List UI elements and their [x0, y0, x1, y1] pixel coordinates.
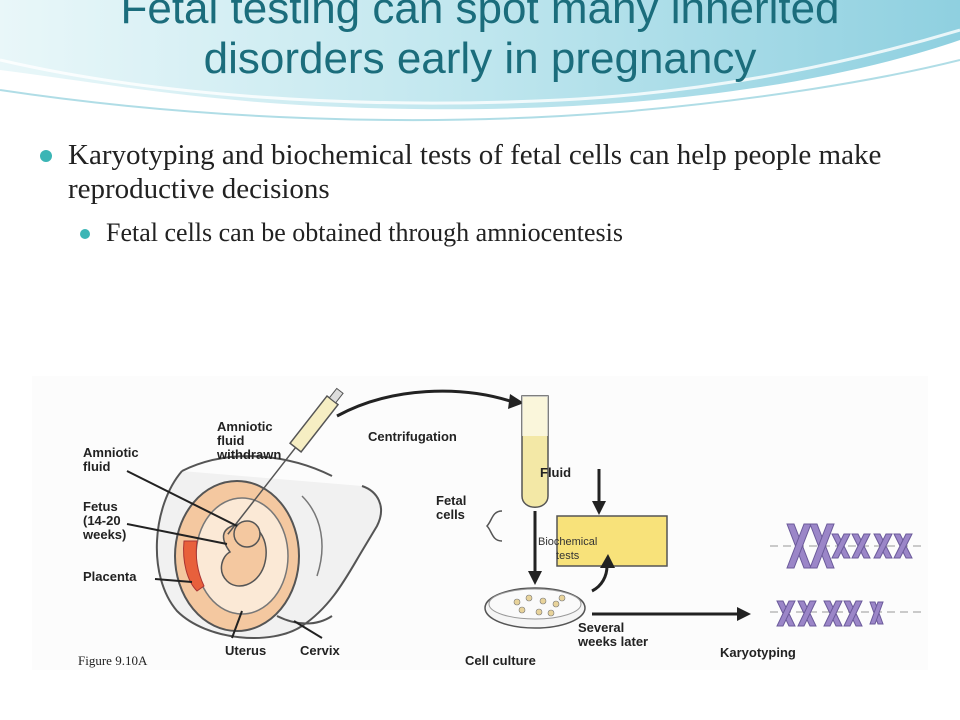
label-line: Amniotic: [217, 419, 273, 434]
label-uterus: Uterus: [225, 643, 267, 658]
title-line-2: disorders early in pregnancy: [203, 34, 757, 83]
figure-illustration: [126, 387, 922, 639]
label-fetal-cells: Fetal cells: [436, 494, 466, 522]
arrow-to-centrifugation: [336, 389, 511, 418]
label-line: tests: [556, 550, 580, 562]
label-amniotic-fluid: Amniotic fluid: [83, 446, 139, 474]
title-banner: [0, 0, 960, 122]
slide-title: Fetal testing can spot many inherited di…: [0, 0, 960, 84]
label-fetus: Fetus (14-20 weeks): [83, 500, 126, 542]
label-line: cells: [436, 507, 465, 522]
label-line: fluid: [217, 433, 245, 448]
syringe: [227, 387, 344, 535]
amniocentesis-figure: Amniotic fluid withdrawn Centrifugation …: [32, 376, 928, 670]
label-line: Amniotic: [83, 445, 139, 460]
label-fluid: Fluid: [540, 465, 572, 480]
label-line: weeks): [83, 527, 127, 542]
label-amniotic-fluid-withdrawn: Amniotic fluid withdrawn: [217, 420, 281, 462]
bullet-item-1: Karyotyping and biochemical tests of fet…: [40, 138, 920, 206]
bullet-item-2: Fetal cells can be obtained through amni…: [80, 218, 920, 248]
label-line: Biochemical: [538, 536, 598, 548]
label-several-weeks-later: Several weeks later: [578, 621, 648, 649]
label-line: Fetal: [436, 493, 467, 508]
bullet-dot: [40, 150, 52, 162]
label-line: weeks later: [578, 634, 649, 649]
label-line: fluid: [83, 459, 111, 474]
label-line: Several: [578, 620, 625, 635]
label-karyotyping: Karyotyping: [720, 645, 796, 660]
label-cervix: Cervix: [300, 643, 340, 658]
label-cell-culture: Cell culture: [465, 653, 536, 668]
bullet-text-2: Fetal cells can be obtained through amni…: [106, 218, 623, 247]
title-line-1: Fetal testing can spot many inherited: [120, 0, 840, 33]
label-biochemical-tests: Biochemical tests: [538, 535, 597, 563]
bullet-dot: [80, 229, 90, 239]
biochemical-tests-box: [556, 515, 668, 567]
label-centrifugation: Centrifugation: [368, 429, 457, 444]
label-placenta: Placenta: [83, 569, 137, 584]
label-line: Fetus: [83, 499, 118, 514]
bullet-text-1: Karyotyping and biochemical tests of fet…: [68, 139, 882, 205]
bullet-list: Karyotyping and biochemical tests of fet…: [40, 138, 920, 248]
karyotype-chromosomes: [770, 523, 922, 627]
placenta-shape: [183, 540, 205, 592]
figure-caption: Figure 9.10A: [78, 653, 148, 668]
label-line: (14-20: [83, 513, 121, 528]
label-line: withdrawn: [217, 447, 282, 462]
